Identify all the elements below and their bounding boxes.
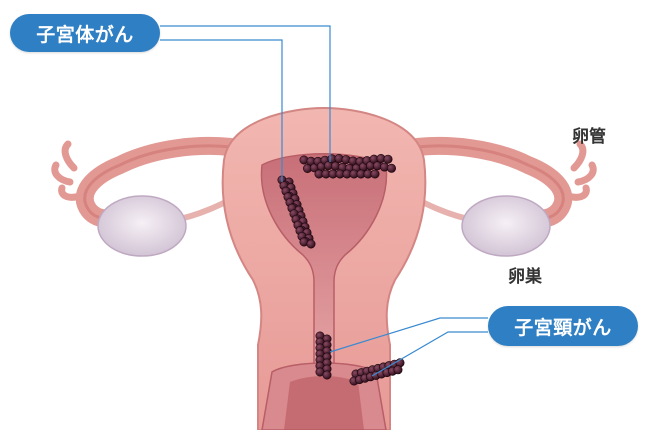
ovary-label: 卵巣 [508, 262, 542, 287]
tumor-cell [384, 155, 392, 163]
corpus-cancer-label: 子宮体がん [10, 14, 160, 52]
tumor-cell [371, 170, 379, 178]
tumor-cell [387, 164, 395, 172]
tumor-cell [323, 371, 331, 379]
fallopian-tube-label: 卵管 [572, 122, 606, 147]
ovary-left-icon [98, 196, 186, 256]
ovary-right-icon [462, 196, 550, 256]
cervical-cancer-label: 子宮頸がん [488, 306, 638, 346]
tumor-cell [394, 366, 402, 374]
tumor-cluster-cervix-canal [316, 332, 331, 379]
tumor-cell [307, 240, 315, 248]
